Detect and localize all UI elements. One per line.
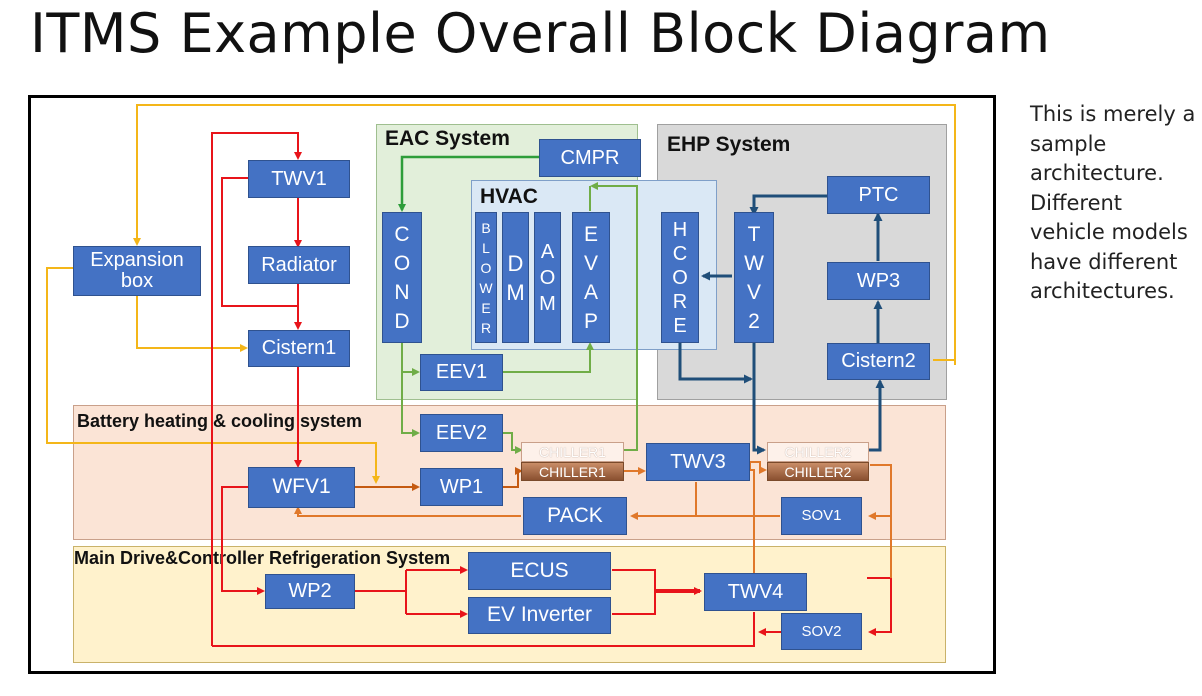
twv1-block: TWV1 xyxy=(248,160,350,198)
main-drive-label: Main Drive&Controller Refrigeration Syst… xyxy=(74,548,451,568)
cmpr-block: CMPR xyxy=(539,139,641,177)
eev1-block: EEV1 xyxy=(420,354,503,391)
hvac-label: HVAC xyxy=(480,185,538,208)
cistern1-block: Cistern1 xyxy=(248,330,350,367)
twv2-letter: W xyxy=(744,251,764,275)
evap-block: E V A P xyxy=(572,212,610,343)
radiator-block: Radiator xyxy=(248,246,350,284)
eac-system-label: EAC System xyxy=(385,127,510,150)
twv3-block: TWV3 xyxy=(646,443,750,481)
evap-letter: E xyxy=(583,222,598,246)
ehp-system-label: EHP System xyxy=(667,133,791,156)
wp3-block: WP3 xyxy=(827,262,930,300)
page-title: ITMS Example Overall Block Diagram xyxy=(30,2,1051,65)
cond-letter: N xyxy=(394,280,410,304)
hcore-letter: O xyxy=(672,266,688,289)
twv2-letter: V xyxy=(746,280,761,304)
aom-letter: A xyxy=(540,240,555,263)
ecus-block: ECUS xyxy=(468,552,611,590)
evap-letter: V xyxy=(583,251,598,275)
dm-letter: M xyxy=(506,279,525,305)
evap-letter: A xyxy=(583,280,598,304)
hcore-block: H C O R E xyxy=(661,212,699,343)
hcore-letter: E xyxy=(673,314,687,337)
hcore-letter: R xyxy=(672,290,688,313)
cistern2-block: Cistern2 xyxy=(827,343,930,380)
dm-letter: D xyxy=(507,250,524,276)
architecture-note: This is merely a sample architecture. Di… xyxy=(1030,102,1196,303)
blower-letter: R xyxy=(480,319,492,336)
eev2-block: EEV2 xyxy=(420,414,503,452)
aom-block: A O M xyxy=(534,212,561,343)
dm-block: D M xyxy=(502,212,529,343)
sov1-block: SOV1 xyxy=(781,497,862,535)
wfv1-block: WFV1 xyxy=(248,467,355,508)
blower-letter: W xyxy=(479,279,493,296)
battery-system-label: Battery heating & cooling system xyxy=(77,411,363,431)
cond-letter: C xyxy=(394,222,410,246)
diagram-frame xyxy=(28,95,996,674)
sov2-block: SOV2 xyxy=(781,613,862,650)
blower-letter: L xyxy=(482,239,490,256)
wp1-block: WP1 xyxy=(420,468,503,506)
blower-block: B L O W E R xyxy=(475,212,497,343)
twv4-block: TWV4 xyxy=(704,573,807,611)
evap-letter: P xyxy=(583,309,598,333)
hcore-letter: H xyxy=(672,218,688,241)
chiller2-bottom-block: CHILLER2 xyxy=(767,462,869,481)
pack-block: PACK xyxy=(523,497,627,535)
twv2-letter: 2 xyxy=(748,309,760,333)
aom-letter: O xyxy=(539,266,556,289)
cond-letter: O xyxy=(393,251,411,275)
ptc-block: PTC xyxy=(827,176,930,214)
blower-letter: B xyxy=(481,219,491,236)
wp2-block: WP2 xyxy=(265,574,355,609)
blower-letter: E xyxy=(481,299,491,316)
hcore-letter: C xyxy=(672,242,688,265)
twv2-letter: T xyxy=(747,222,761,246)
cond-letter: D xyxy=(394,309,410,333)
expansion-box-block: Expansion box xyxy=(73,246,201,296)
cond-block: C O N D xyxy=(382,212,422,343)
chiller1-top-block: CHILLER1 xyxy=(521,442,624,462)
twv2-block: T W V 2 xyxy=(734,212,774,343)
aom-letter: M xyxy=(539,292,556,315)
chiller2-top-block: CHILLER2 xyxy=(767,442,869,462)
blower-letter: O xyxy=(480,259,492,276)
ev-inverter-block: EV Inverter xyxy=(468,597,611,634)
chiller1-bottom-block: CHILLER1 xyxy=(521,462,624,481)
